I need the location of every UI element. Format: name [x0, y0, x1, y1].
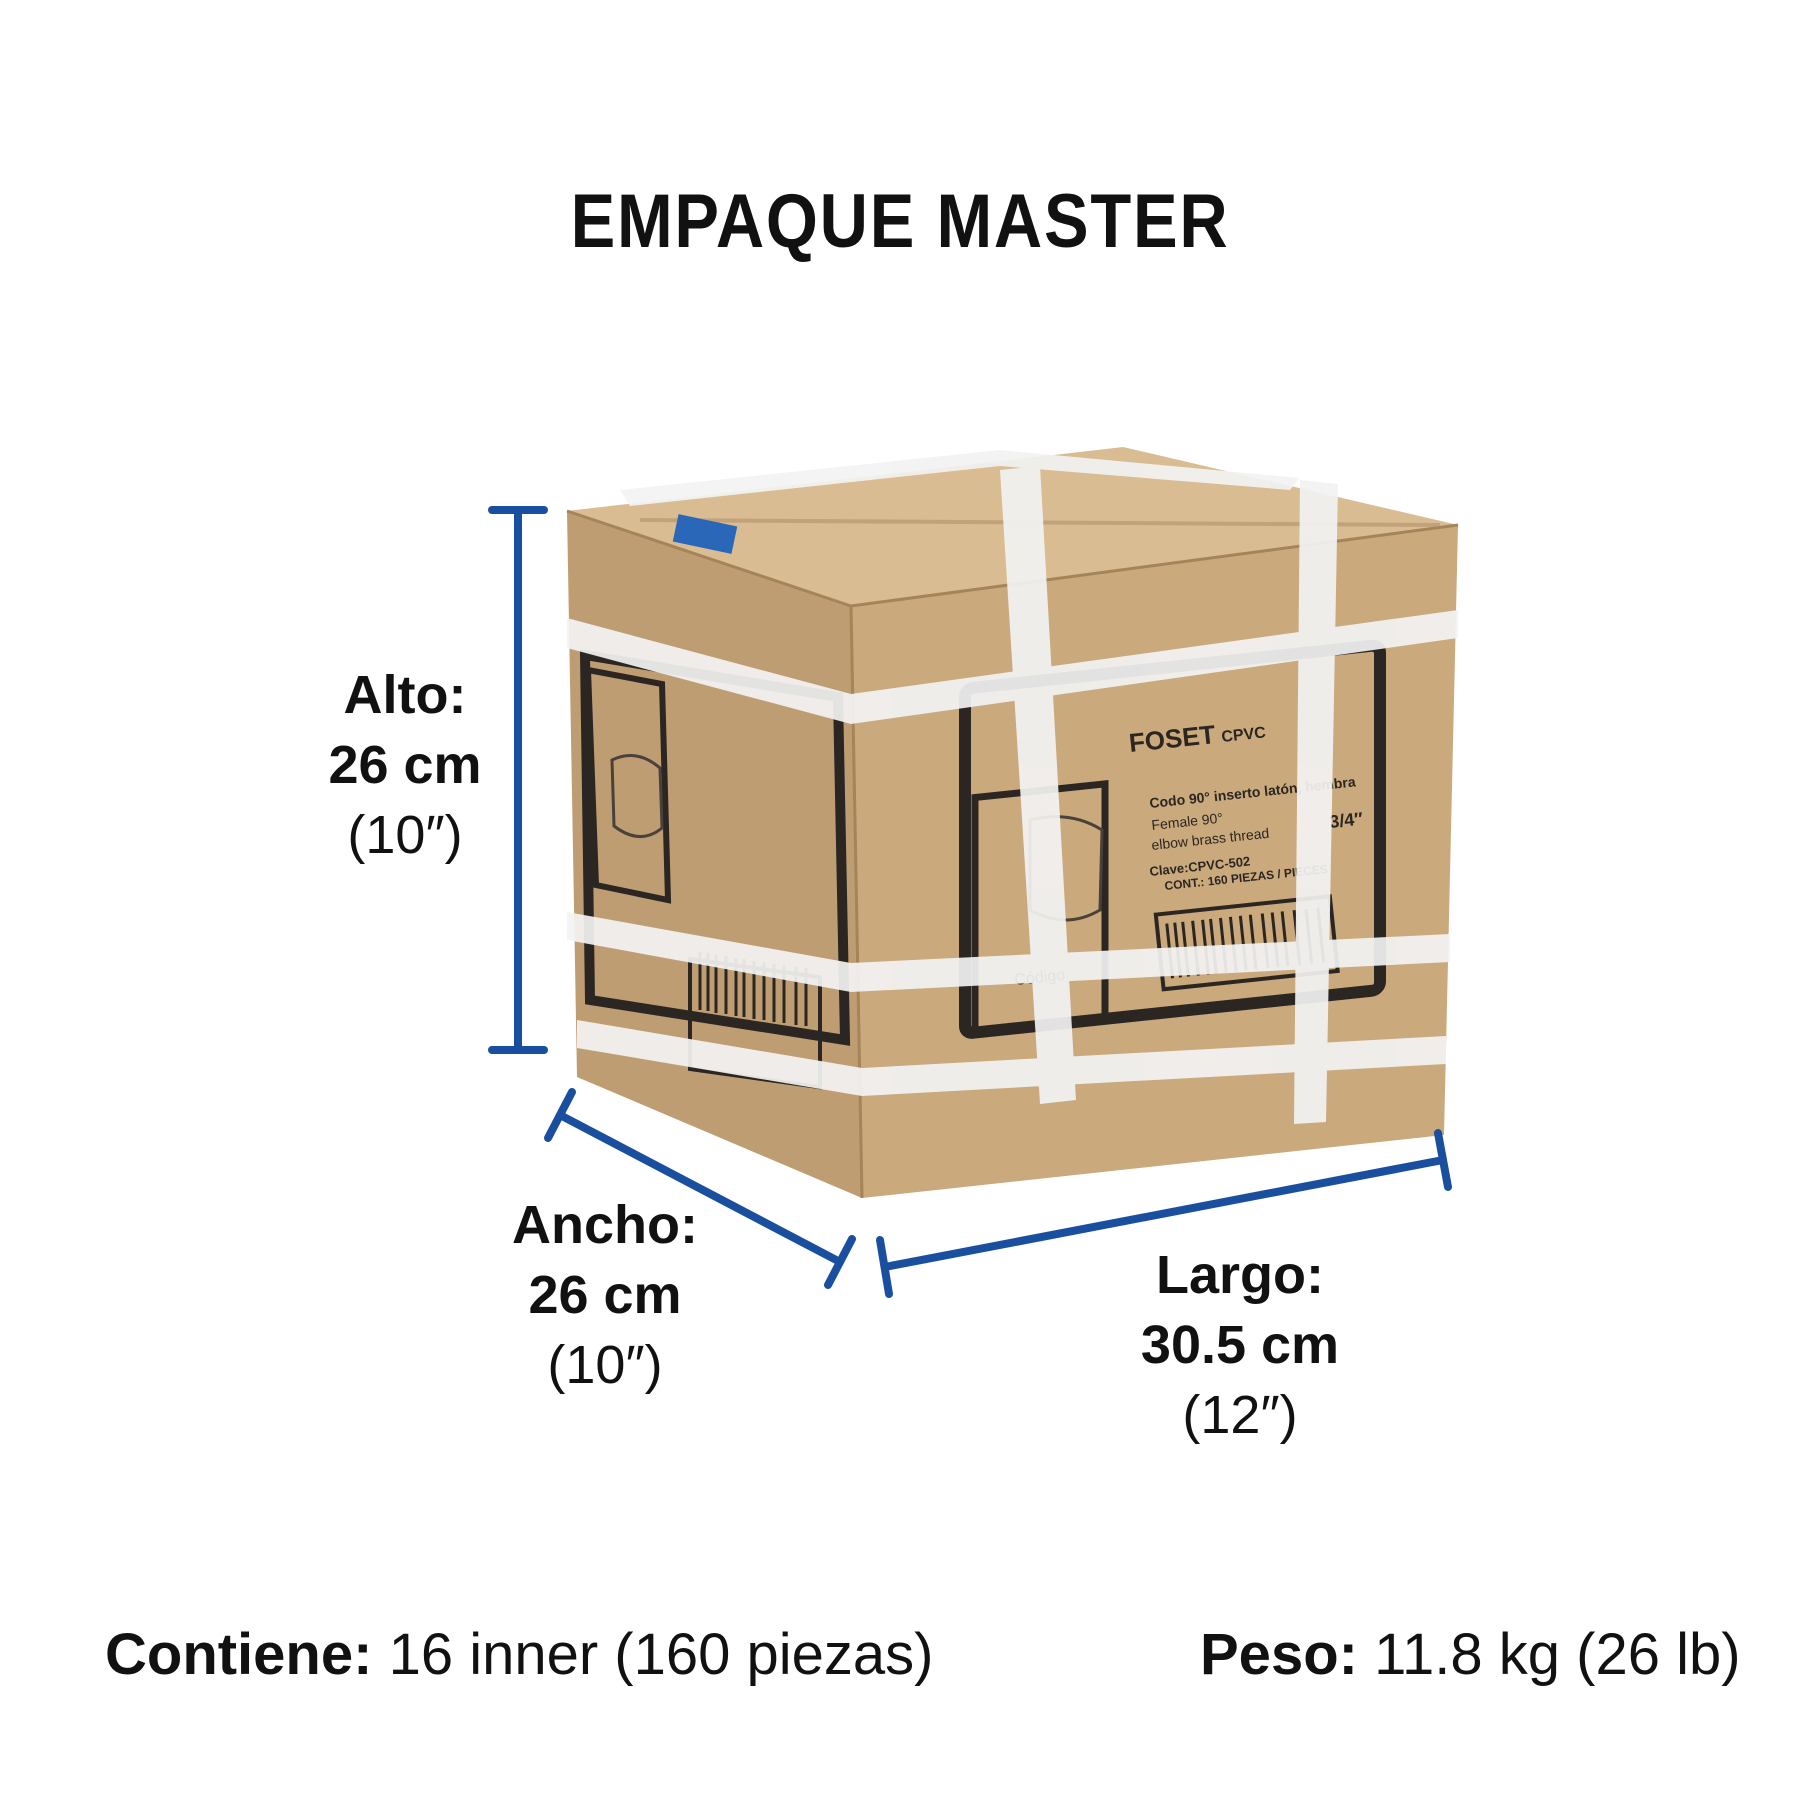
- label-name-en-1: Female 90°: [1151, 810, 1224, 833]
- height-imperial: (10″): [347, 805, 463, 865]
- weight-label: Peso:: [1200, 1622, 1358, 1687]
- length-dimension-line: [876, 1129, 1452, 1298]
- length-title: Largo:: [1156, 1245, 1324, 1305]
- width-dimension-line: [544, 1088, 856, 1289]
- straps: [567, 450, 1458, 1124]
- page-title: EMPAQUE MASTER: [570, 179, 1230, 264]
- weight-info: Peso: 11.8 kg (26 lb): [1200, 1620, 1741, 1690]
- length-metric: 30.5 cm: [1140, 1315, 1340, 1375]
- height-label: Alto: 26 cm (10″): [305, 660, 505, 870]
- master-box: FOSET CPVC Codo 90° inserto latón, hembr…: [566, 447, 1459, 1199]
- width-metric: 26 cm: [528, 1265, 682, 1325]
- width-imperial: (10″): [547, 1335, 663, 1395]
- box-side-face: [567, 511, 862, 1198]
- width-label: Ancho: 26 cm (10″): [490, 1190, 720, 1400]
- label-line: CPVC: [1221, 724, 1267, 746]
- length-label: Largo: 30.5 cm (12″): [1100, 1240, 1380, 1450]
- width-title: Ancho:: [512, 1195, 698, 1255]
- contents-info: Contiene: 16 inner (160 piezas): [105, 1620, 933, 1690]
- contents-label: Contiene:: [105, 1622, 373, 1687]
- height-title: Alto:: [343, 665, 467, 725]
- height-dimension-line: [488, 506, 548, 1054]
- length-imperial: (12″): [1182, 1385, 1298, 1445]
- label-size-in: 3/4″: [1328, 809, 1364, 832]
- height-metric: 26 cm: [328, 735, 482, 795]
- weight-value: 11.8 kg (26 lb): [1374, 1622, 1741, 1687]
- contents-value: 16 inner (160 piezas): [388, 1622, 934, 1687]
